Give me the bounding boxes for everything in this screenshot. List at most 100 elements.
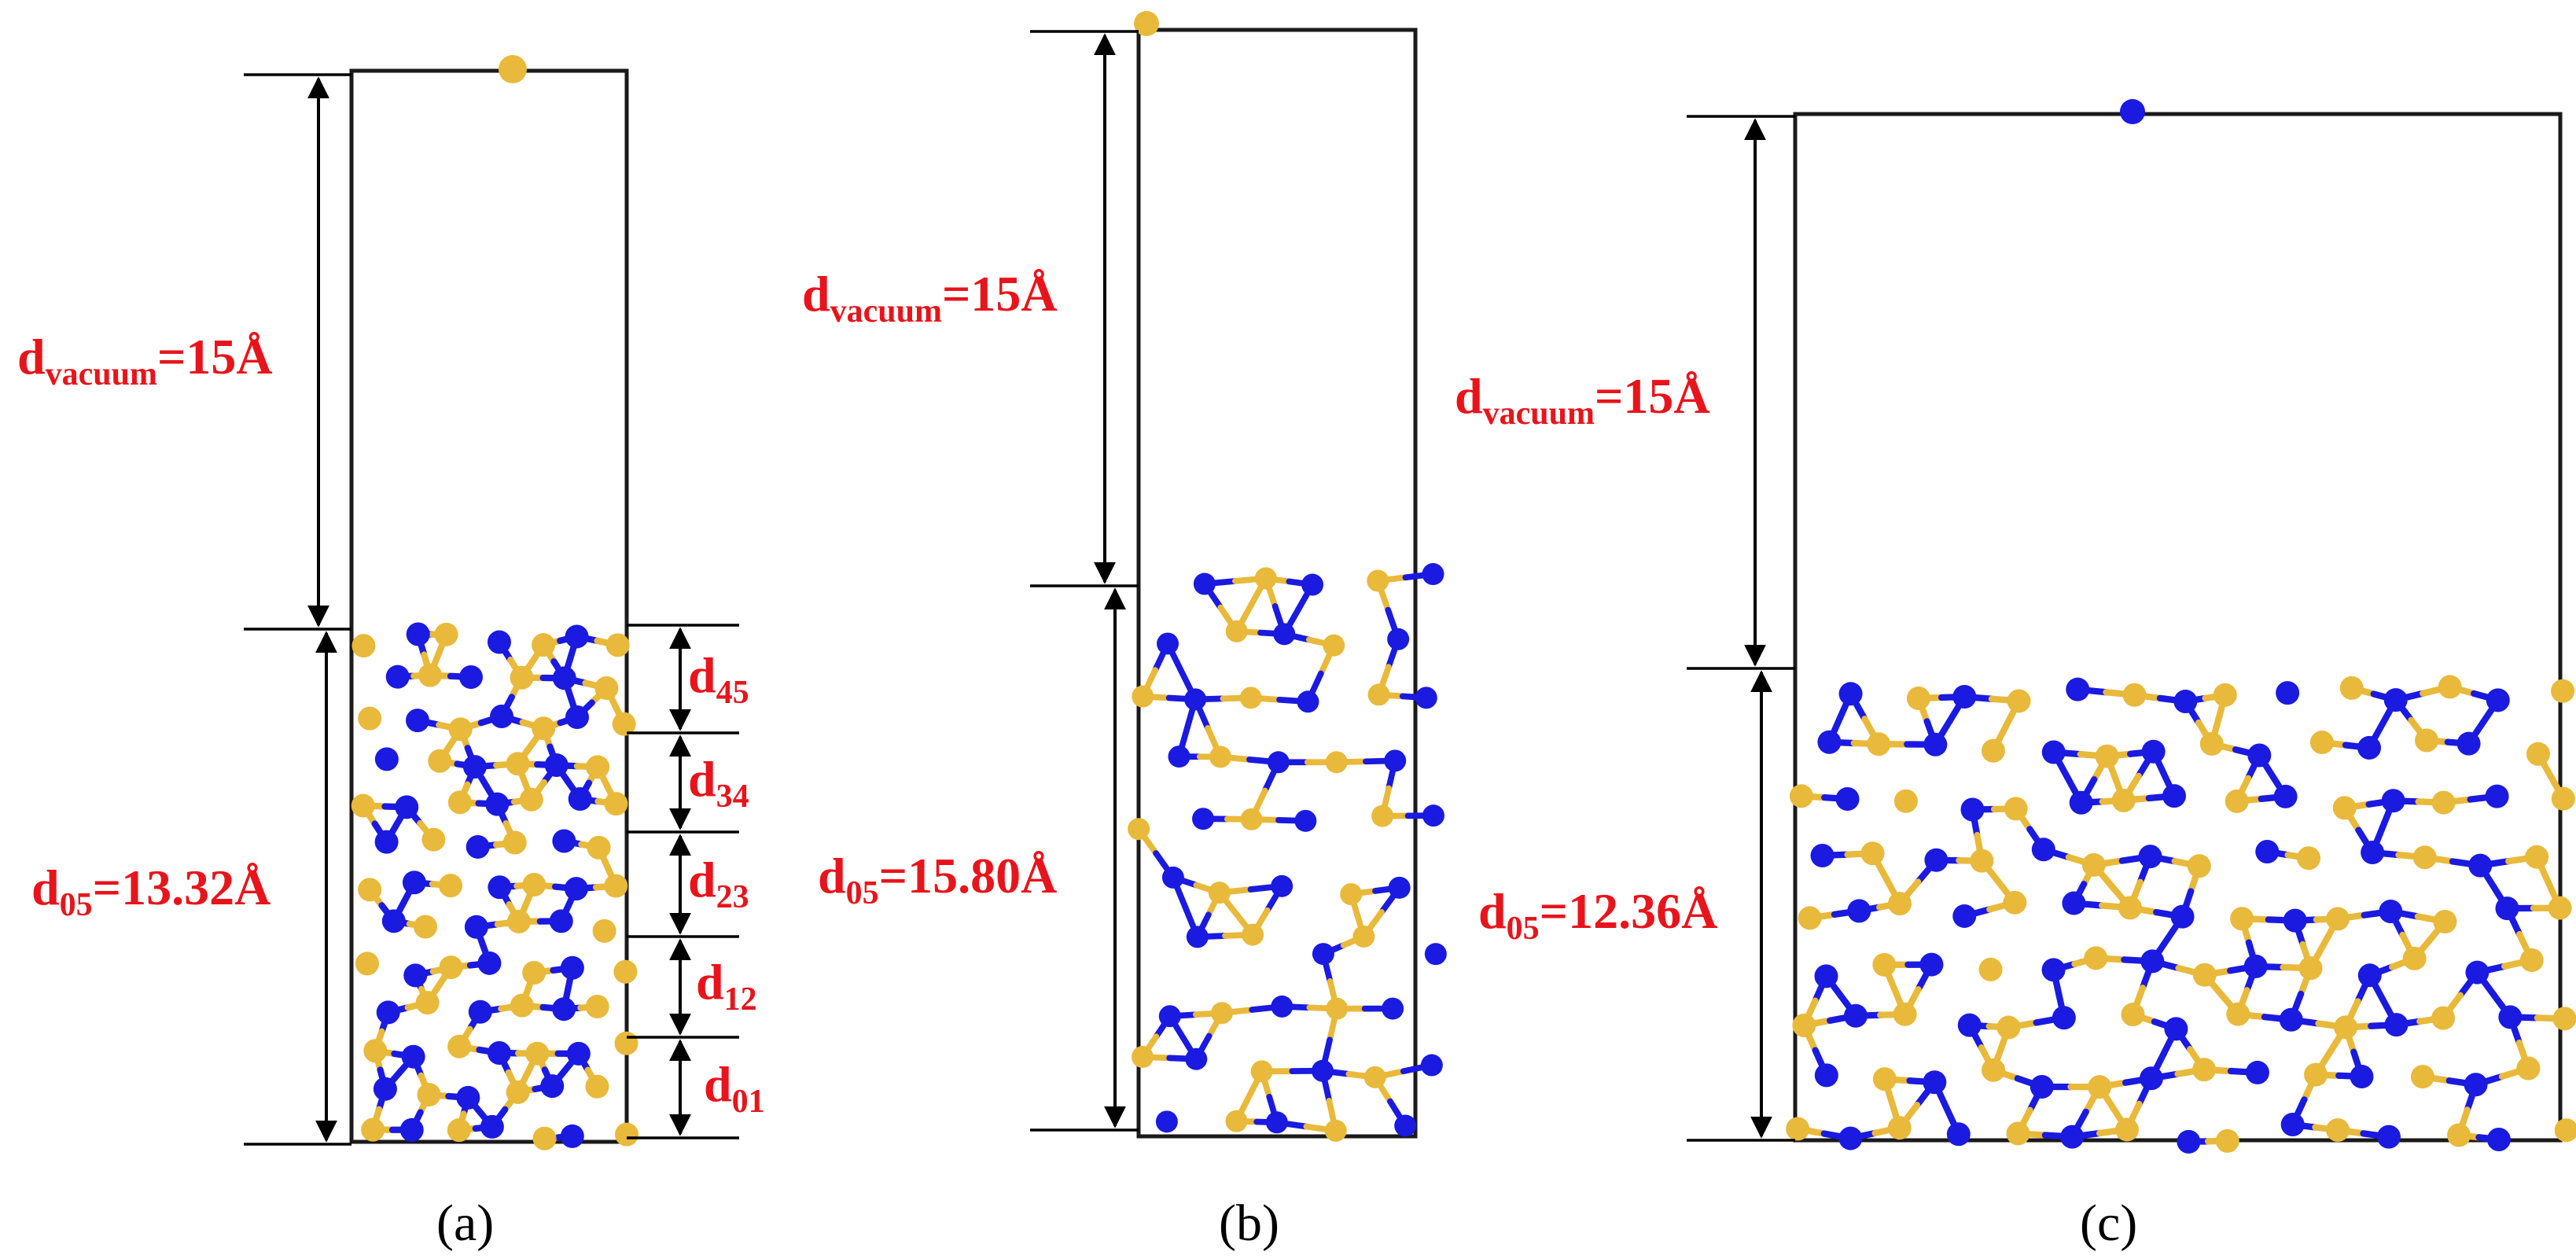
atom-blue	[2245, 1060, 2269, 1084]
atom-blue	[2069, 790, 2093, 815]
atom-blue	[2164, 1017, 2188, 1041]
atom-blue	[2066, 677, 2090, 701]
atom-gold	[447, 1118, 471, 1143]
atom-gold	[2412, 845, 2437, 870]
atom-gold	[1225, 620, 1248, 642]
atom-gold	[586, 755, 610, 779]
atom-blue	[2276, 681, 2300, 705]
atom-gold	[361, 1117, 385, 1142]
panel-b: dvacuum=15Å d05=15.80Å (b)	[802, 11, 1447, 1252]
atom-blue	[1817, 730, 1842, 754]
atom-blue	[1960, 797, 1985, 822]
atom-gold	[615, 1122, 639, 1147]
atom-blue	[560, 955, 584, 980]
atom-blue	[2468, 853, 2493, 878]
atom-blue	[490, 704, 514, 728]
panel-c: dvacuum=15Å d05=12.36Å (c)	[1455, 99, 2576, 1252]
atom-gold	[502, 830, 527, 855]
atom-blue	[456, 1085, 480, 1110]
atom-gold	[2326, 1118, 2350, 1143]
atom-gold	[2081, 852, 2106, 877]
atom-blue	[2464, 1073, 2488, 1097]
atom-gold	[1789, 784, 1813, 808]
atom-gold	[2410, 1065, 2434, 1089]
atom-blue	[2465, 960, 2490, 985]
atom-gold	[1893, 789, 1918, 813]
atom-gold	[363, 1039, 388, 1063]
atom-blue	[2283, 908, 2307, 933]
atom-blue	[1422, 563, 1444, 586]
atom-blue	[1394, 1114, 1417, 1137]
atom-blue	[1384, 749, 1407, 772]
atom-gold	[1239, 687, 1262, 709]
atom-blue	[406, 622, 430, 646]
atom-gold	[532, 1126, 557, 1150]
atom-gold	[2438, 675, 2462, 699]
atom-gold	[1893, 1002, 1917, 1026]
slab-label-b: d05=15.80Å	[818, 848, 1057, 911]
atom-gold	[2118, 896, 2142, 920]
atom-blue	[1311, 1059, 1334, 1082]
atom-blue	[552, 997, 576, 1022]
atom-blue	[2138, 845, 2162, 869]
atom-gold	[2433, 909, 2457, 933]
atom-blue	[549, 909, 573, 933]
atom-blue	[1273, 623, 1296, 646]
atom-gold	[1242, 923, 1264, 946]
atom-gold	[1210, 1002, 1233, 1025]
atom-blue	[2495, 896, 2519, 921]
atom-gold	[358, 878, 382, 902]
atom-gold	[1887, 1116, 1912, 1140]
atom-blue	[462, 755, 487, 779]
atom-blue	[2384, 1013, 2409, 1037]
atom-blue	[1923, 1070, 1947, 1095]
atom-gold	[506, 752, 530, 776]
atom-blue	[1952, 684, 1977, 709]
atom-blue	[1952, 904, 1977, 928]
atom-blue	[2247, 743, 2272, 768]
atom-blue	[1843, 1003, 1868, 1028]
atom-blue	[468, 999, 492, 1024]
atom-blue	[2140, 949, 2165, 974]
atom-gold	[2115, 1117, 2140, 1142]
atom-blue	[1810, 843, 1834, 867]
atom-blue	[2383, 688, 2408, 712]
atom-blue	[1424, 943, 1447, 966]
atom-gold	[2215, 1128, 2239, 1153]
atom-blue	[1265, 1111, 1288, 1134]
atom-blue	[2485, 784, 2509, 808]
atom-blue	[2357, 735, 2382, 760]
atom-gold	[612, 712, 636, 736]
atom-blue	[464, 915, 488, 939]
panel-a: dvacuum=15Å d05=13.32Å d45 d34 d23 d12 d…	[17, 55, 765, 1252]
atom-gold	[1325, 751, 1348, 774]
atom-gold	[2192, 1058, 2217, 1082]
atom-gold	[413, 915, 437, 939]
atom-blue	[477, 951, 502, 975]
atom-blue	[399, 1117, 424, 1142]
atom-gold	[2111, 788, 2136, 812]
vacuum-label-a: dvacuum=15Å	[17, 329, 273, 392]
atom-gold	[522, 873, 546, 897]
atom-blue	[2041, 740, 2066, 764]
atom-gold	[2304, 1062, 2328, 1087]
atom-blue	[1193, 572, 1216, 595]
atom-blue	[395, 795, 419, 819]
atom-gold	[2309, 731, 2334, 755]
atom-gold	[2225, 789, 2249, 813]
atom-gold	[1867, 732, 1891, 757]
atom-blue	[2243, 954, 2268, 978]
atom-blue	[2357, 963, 2382, 988]
atom-gold	[428, 749, 452, 773]
atom-gold	[499, 55, 527, 83]
atom-blue	[2162, 784, 2186, 808]
atom-gold	[1324, 1119, 1347, 1142]
atom-blue	[2498, 1005, 2523, 1029]
unit-cell-box-a	[349, 68, 629, 1144]
atom-gold	[1982, 1058, 2006, 1082]
atom-gold	[2551, 786, 2575, 811]
atom-blue	[2456, 731, 2481, 756]
atom-blue	[565, 705, 589, 729]
atom-blue	[2350, 1065, 2374, 1089]
atom-gold	[1996, 1015, 2021, 1040]
